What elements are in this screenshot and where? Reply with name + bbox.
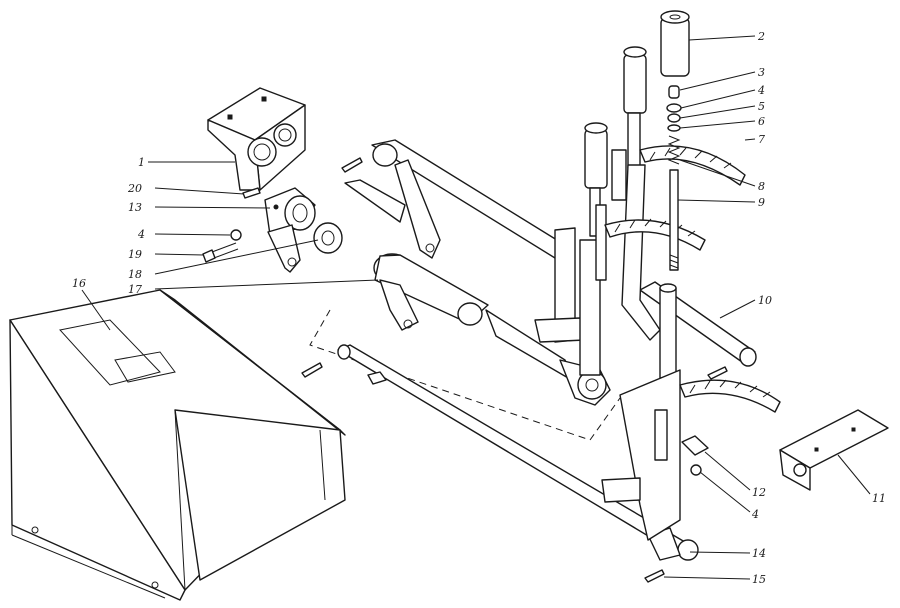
callout-15: 15 (752, 573, 766, 586)
bolt-part (202, 242, 239, 263)
callout-9: 9 (758, 196, 765, 209)
toothed-sector-lower (679, 379, 781, 413)
callout-1: 1 (138, 156, 145, 169)
upper-lever-arm (344, 139, 586, 343)
right-bracket (779, 409, 889, 491)
callout-10: 10 (758, 294, 772, 307)
callout-6: 6 (758, 115, 765, 128)
key-part (242, 187, 261, 199)
bearing-bracket (207, 87, 306, 191)
callout-5: 5 (758, 100, 765, 113)
shaft-lever-assembly (373, 253, 611, 406)
callout-19: 19 (128, 248, 142, 261)
callout-8: 8 (758, 180, 765, 193)
callout-7: 7 (758, 133, 765, 146)
rod-part (669, 169, 679, 271)
washer-part (313, 222, 343, 254)
cotter-pin-bottom (644, 569, 665, 583)
toothed-sector-middle (604, 218, 706, 251)
callout-17: 17 (128, 283, 142, 296)
callout-14: 14 (752, 547, 766, 560)
nut-part-left (230, 229, 242, 241)
callout-lines (81, 35, 871, 580)
washer-stack (666, 103, 682, 132)
cover-housing (9, 289, 346, 601)
long-shaft (639, 281, 757, 367)
nut-part-right (690, 464, 702, 476)
callout-11: 11 (872, 492, 886, 505)
vertical-lever-2 (611, 46, 661, 341)
small-pin (668, 85, 680, 99)
callout-18: 18 (128, 268, 142, 281)
callout-4-top: 4 (757, 84, 765, 97)
callout-4-left: 4 (137, 228, 145, 241)
dashed-guide-line (309, 309, 621, 441)
callout-16: 16 (72, 277, 86, 290)
cotter-pin-left (301, 362, 323, 378)
vertical-lever-1 (579, 122, 608, 376)
callout-20: 20 (127, 182, 142, 195)
bushing-lever (264, 187, 316, 273)
callout-12: 12 (752, 486, 766, 499)
callout-2: 2 (757, 30, 765, 43)
handle-knob (660, 10, 690, 77)
block-part (681, 435, 709, 456)
callout-labels: 1 20 13 4 19 18 17 16 2 3 4 5 6 7 8 9 10… (72, 30, 886, 586)
callout-4-right: 4 (751, 508, 759, 521)
cotter-pin-right (707, 366, 728, 380)
lower-shaft (337, 344, 699, 561)
callout-3: 3 (758, 66, 765, 79)
callout-13: 13 (128, 201, 142, 214)
cotter-pin-top (341, 157, 363, 173)
spring-part (667, 135, 681, 165)
toothed-sector-upper (639, 145, 746, 186)
vertical-lever-3 (601, 283, 681, 541)
